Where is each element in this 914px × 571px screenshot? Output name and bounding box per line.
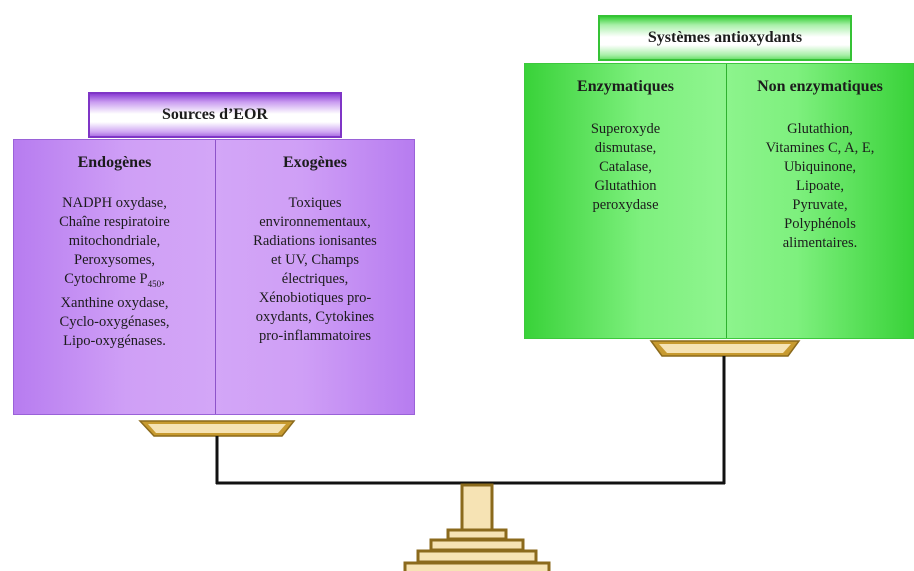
antioxidant-title: Systèmes antioxydants: [598, 15, 852, 61]
non-enzymatic-item: Pyruvate,: [792, 197, 848, 213]
non-enzymatic-column: Non enzymatiques Glutathion, Vitamines C…: [727, 64, 913, 338]
enzymatic-column: Enzymatiques Superoxyde dismutase, Catal…: [525, 64, 726, 338]
enzymatic-list: Superoxyde dismutase, Catalase, Glutathi…: [525, 120, 726, 215]
non-enzymatic-list: Glutathion, Vitamines C, A, E, Ubiquinon…: [727, 120, 913, 253]
enzymatic-item: Catalase,: [599, 159, 652, 175]
exogenous-heading: Exogènes: [283, 154, 347, 171]
non-enzymatic-item: alimentaires.: [782, 235, 858, 251]
left-scale-pan: [138, 420, 296, 437]
enzymatic-item: peroxydase: [592, 197, 659, 213]
endogenous-heading: Endogènes: [77, 154, 152, 171]
exogenous-item: environnementaux,: [259, 214, 371, 230]
endogenous-list: NADPH oxydase, Chaîne respiratoire mitoc…: [14, 194, 215, 351]
enzymatic-item: dismutase,: [594, 140, 657, 156]
cytochrome-comma: ,: [161, 271, 165, 287]
cytochrome-label: Cytochrome P: [64, 271, 148, 287]
endogenous-item-cytochrome: Cytochrome P450,: [14, 270, 215, 294]
endogenous-column: Endogènes NADPH oxydase, Chaîne respirat…: [14, 140, 215, 414]
antioxidant-panel: Enzymatiques Superoxyde dismutase, Catal…: [524, 63, 914, 339]
scale-stand: [403, 483, 551, 571]
sources-panel: Endogènes NADPH oxydase, Chaîne respirat…: [13, 139, 415, 415]
endogenous-item: Chaîne respiratoire: [59, 214, 170, 230]
non-enzymatic-item: Ubiquinone,: [783, 159, 857, 175]
exogenous-item: Xénobiotiques pro-: [258, 290, 372, 306]
exogenous-item: pro-inflammatoires: [259, 328, 371, 344]
non-enzymatic-item: Glutathion,: [787, 121, 853, 137]
exogenous-column: Exogènes Toxiques environnementaux, Radi…: [216, 140, 414, 414]
exogenous-item: Toxiques: [288, 195, 342, 211]
scale-beam: [215, 356, 726, 485]
exogenous-item: et UV, Champs: [271, 252, 359, 268]
antioxidant-divider: [726, 64, 727, 338]
right-scale-pan: [649, 340, 801, 357]
exogenous-item: électriques,: [281, 271, 349, 287]
sources-eor-title: Sources d’EOR: [88, 92, 342, 138]
sources-divider: [215, 140, 216, 414]
exogenous-list: Toxiques environnementaux, Radiations io…: [216, 194, 414, 346]
sources-eor-title-text: Sources d’EOR: [162, 106, 268, 123]
endogenous-item: Peroxysomes,: [74, 252, 155, 268]
endogenous-item: mitochondriale,: [68, 233, 161, 249]
enzymatic-heading: Enzymatiques: [577, 78, 674, 95]
cytochrome-subscript: 450: [147, 278, 162, 289]
exogenous-item: Radiations ionisantes: [253, 233, 377, 249]
enzymatic-item: Superoxyde: [590, 121, 661, 137]
non-enzymatic-heading: Non enzymatiques: [757, 78, 883, 95]
non-enzymatic-item: Vitamines C, A, E,: [765, 140, 875, 156]
non-enzymatic-item: Polyphénols: [784, 216, 856, 232]
endogenous-item: Cyclo-oxygénases,: [59, 313, 170, 330]
endogenous-item: Lipo-oxygénases.: [63, 332, 166, 349]
endogenous-item: Xanthine oxydase,: [60, 294, 169, 311]
enzymatic-item: Glutathion: [594, 178, 657, 194]
non-enzymatic-item: Lipoate,: [796, 178, 844, 194]
exogenous-item: oxydants, Cytokines: [255, 309, 375, 325]
endogenous-item: NADPH oxydase,: [62, 195, 167, 211]
antioxidant-title-text: Systèmes antioxydants: [647, 29, 803, 46]
